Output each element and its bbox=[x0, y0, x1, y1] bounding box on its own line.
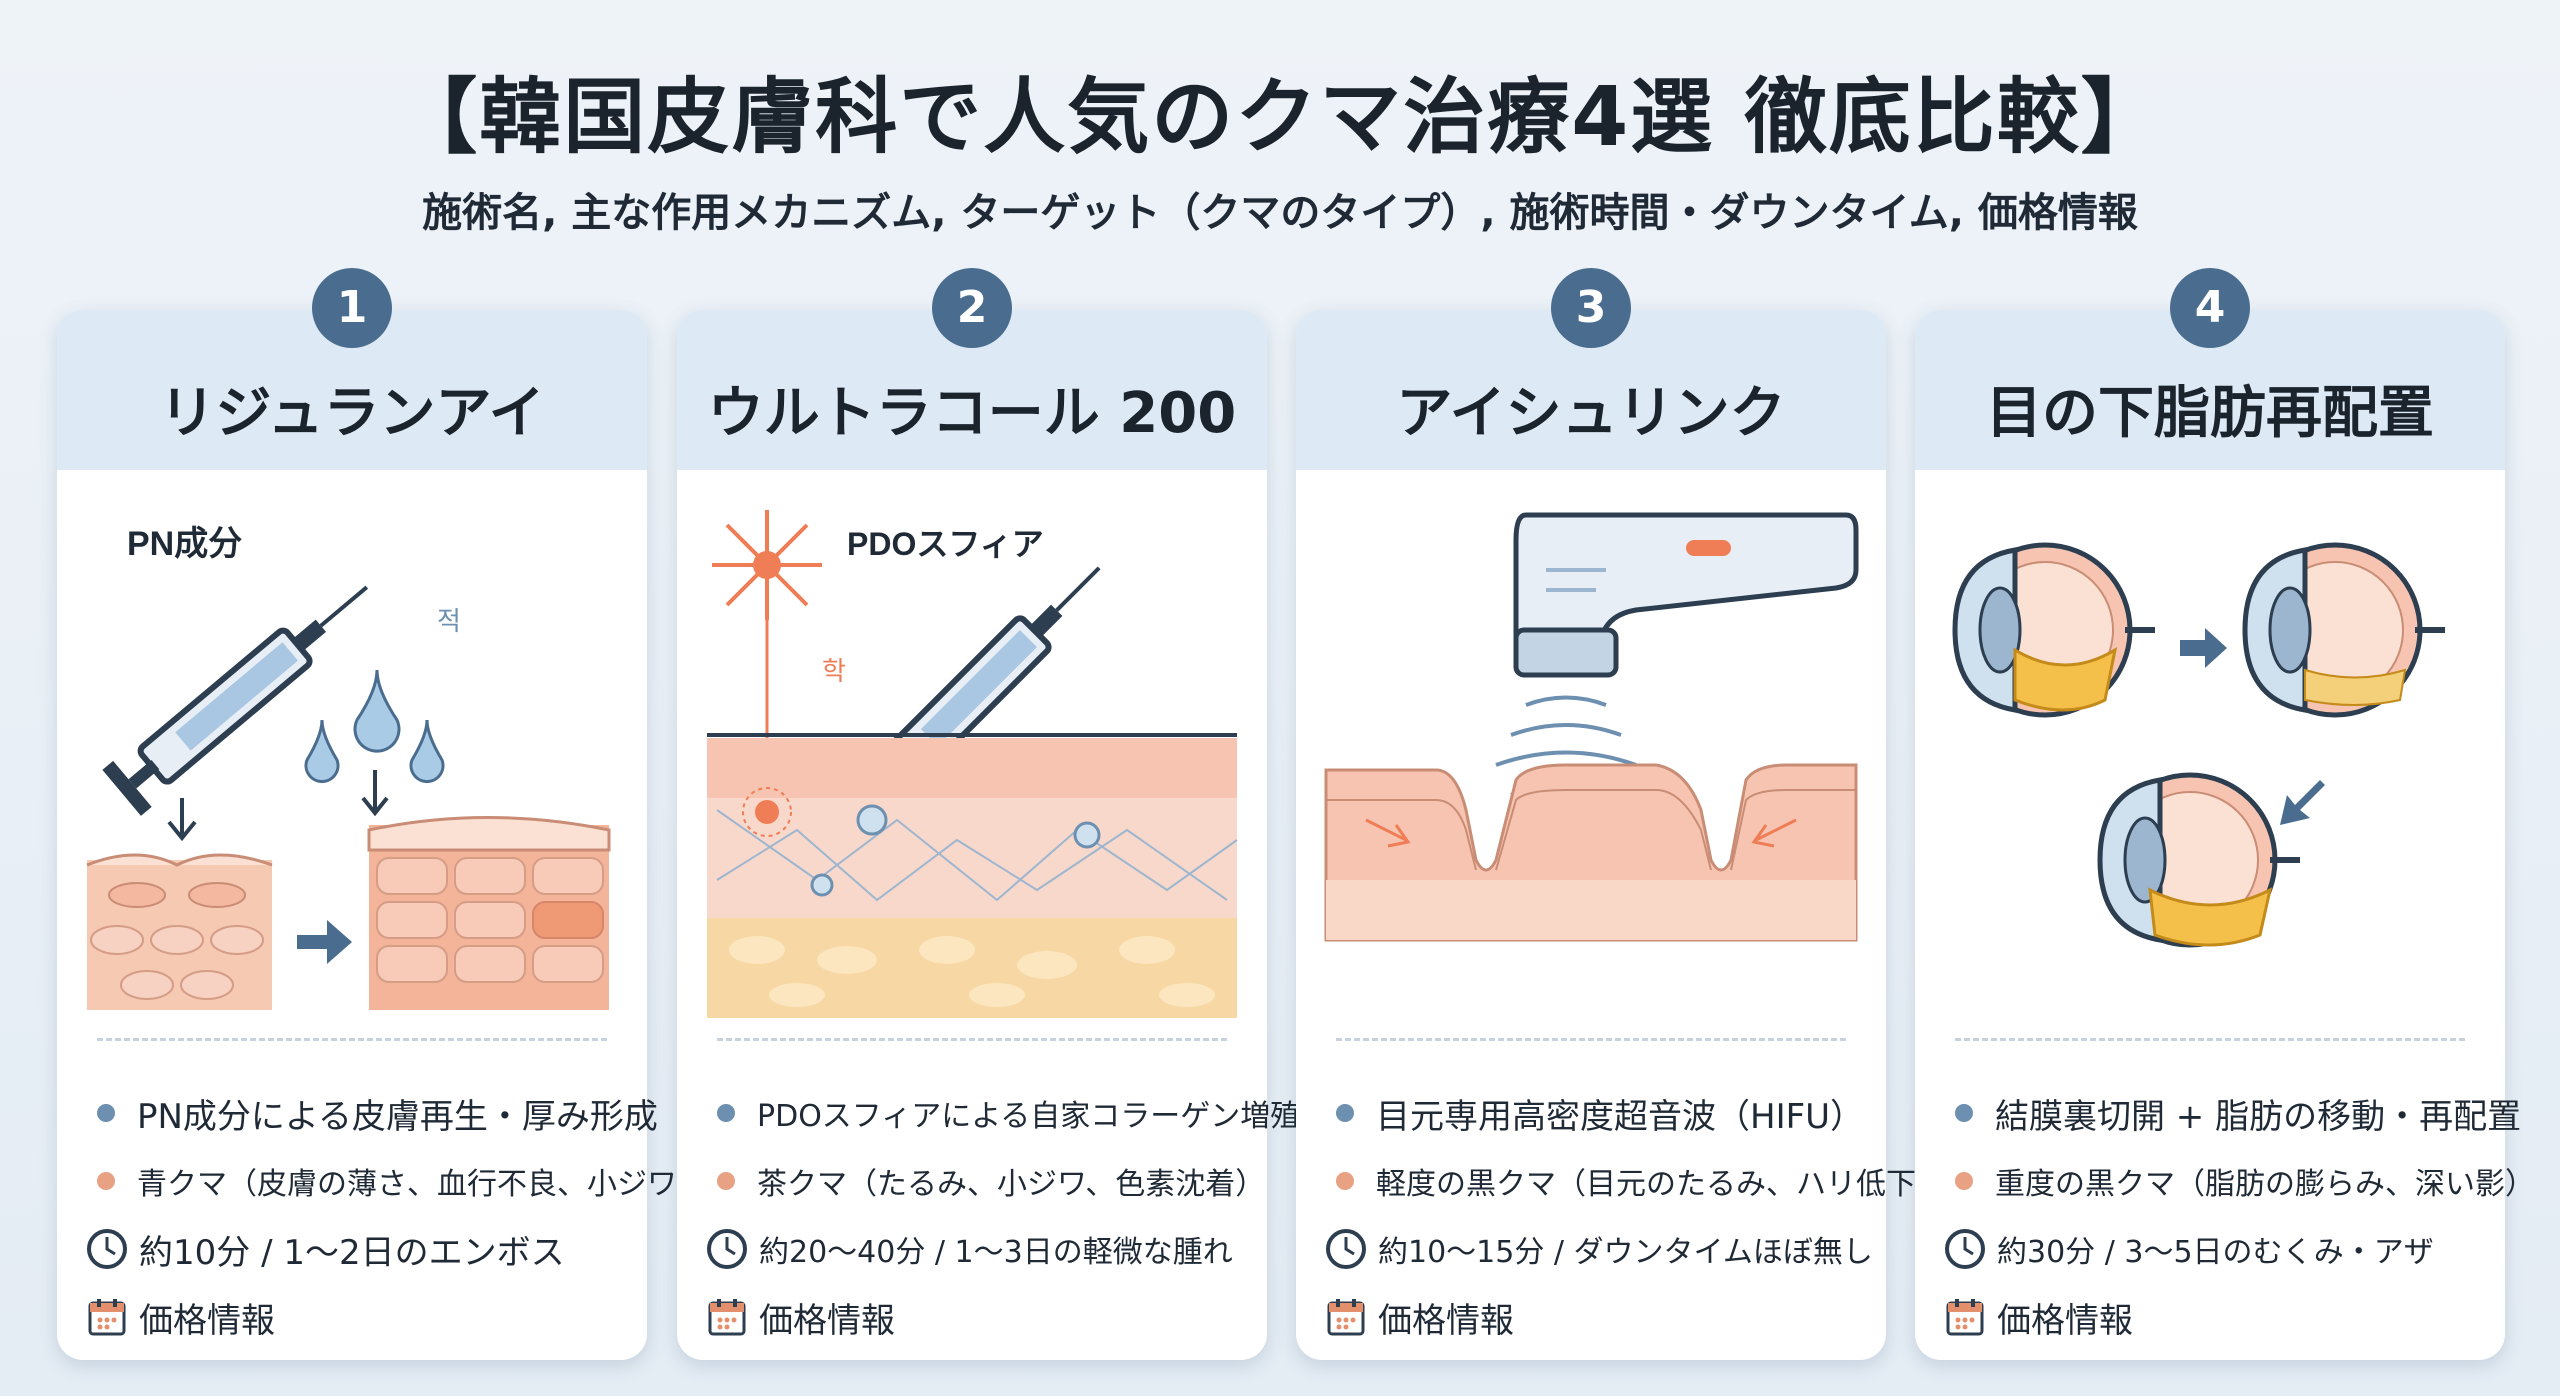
divider bbox=[97, 1038, 607, 1041]
treatment-card-2: 2 ウルトラコール 200 PDOスフィア 학 bbox=[677, 268, 1300, 1360]
calendar-icon bbox=[1946, 1299, 1984, 1336]
price-row: 価格情報 bbox=[79, 1289, 639, 1345]
drop-icon bbox=[304, 719, 340, 783]
time-row: 約10分 / 1〜2日のエンボス bbox=[79, 1221, 639, 1277]
card-title: リジュランアイ bbox=[159, 381, 545, 446]
ultracol-illustration: PDOスフィア 학 bbox=[707, 510, 1238, 1018]
page-title: 【韓国皮膚科で人気のクマ治療4選 徹底比較】 bbox=[395, 70, 2165, 165]
skin-cross-section bbox=[1324, 763, 1858, 942]
eye-before-icon bbox=[1955, 545, 2155, 715]
card-title: ウルトラコール 200 bbox=[707, 381, 1237, 446]
treatment-card-1: 1 リジュランアイ PN成分 적 bbox=[57, 268, 707, 1360]
card-title: 目の下脂肪再配置 bbox=[1986, 381, 2434, 446]
bullet-dot bbox=[97, 1172, 115, 1190]
price-row: 価格情報 bbox=[1937, 1289, 2497, 1345]
bullet-dot bbox=[1955, 1104, 1973, 1122]
mechanism-row: PDOスフィアによる自家コラーゲン増殖 bbox=[699, 1085, 1300, 1141]
bullet-dot bbox=[1336, 1172, 1354, 1190]
pdo-label: PDOスフィア bbox=[847, 526, 1044, 562]
bullet-dot bbox=[1336, 1104, 1354, 1122]
korean-label: 적 bbox=[437, 607, 461, 637]
target-row: 茶クマ（たるみ、小ジワ、色素沈着） bbox=[699, 1153, 1265, 1209]
pn-label: PN成分 bbox=[127, 525, 242, 563]
clock-icon bbox=[1945, 1229, 1985, 1269]
time-row: 約20〜40分 / 1〜3日の軽微な腫れ bbox=[699, 1221, 1259, 1277]
target-row: 青クマ（皮膚の薄さ、血行不良、小ジワ） bbox=[79, 1153, 707, 1209]
treatment-card-3: 3 アイシュリンク 目元専用高密度超音波（HIFU） 軽度の黒クマ（目元のたるみ… bbox=[1296, 268, 1946, 1360]
card-number-badge: 1 bbox=[312, 268, 392, 348]
arrow-down-left-icon bbox=[2280, 780, 2325, 825]
mechanism-row: PN成分による皮膚再生・厚み形成 bbox=[79, 1085, 658, 1141]
time-row: 約30分 / 3〜5日のむくみ・アザ bbox=[1937, 1221, 2497, 1277]
treatment-card-4: 4 目の下脂肪再配置 結膜裏切開 + 脂肪の移動・再配置 重度の黒ク bbox=[1915, 268, 2535, 1360]
card-number-badge: 2 bbox=[932, 268, 1012, 348]
page-subtitle: 施術名, 主な作用メカニズム, ターゲット（クマのタイプ）, 施術時間・ダウンタ… bbox=[422, 190, 2138, 236]
bullet-dot bbox=[717, 1172, 735, 1190]
divider bbox=[717, 1038, 1227, 1041]
price-row: 価格情報 bbox=[699, 1289, 1259, 1345]
skin-layers bbox=[707, 733, 1238, 1018]
rejuran-illustration: PN成分 적 bbox=[86, 525, 611, 1010]
hifu-device-icon bbox=[1513, 512, 1859, 678]
korean-label: 학 bbox=[822, 657, 846, 687]
eyeshrink-illustration bbox=[1324, 512, 1859, 942]
mechanism-row: 目元専用高密度超音波（HIFU） bbox=[1318, 1085, 1878, 1141]
drop-icon bbox=[409, 719, 445, 783]
bullet-dot bbox=[97, 1104, 115, 1122]
bullet-dot bbox=[717, 1104, 735, 1122]
bullet-dot bbox=[1955, 1172, 1973, 1190]
fat-reposition-illustration bbox=[1935, 480, 2485, 1020]
card-number-badge: 3 bbox=[1551, 268, 1631, 348]
eye-after-icon bbox=[2245, 545, 2445, 715]
clock-icon bbox=[87, 1229, 127, 1269]
arrow-down-icon bbox=[167, 798, 197, 842]
calendar-icon bbox=[88, 1299, 126, 1336]
target-row: 軽度の黒クマ（目元のたるみ、ハリ低下） bbox=[1318, 1153, 1946, 1209]
laser-burst-icon bbox=[712, 510, 822, 810]
arrow-right-icon bbox=[297, 920, 352, 964]
target-row: 重度の黒クマ（脂肪の膨らみ、深い影） bbox=[1937, 1153, 2535, 1209]
syringe-icon bbox=[102, 585, 369, 816]
skin-after bbox=[367, 816, 611, 1010]
calendar-icon bbox=[708, 1299, 746, 1336]
skin-before bbox=[86, 853, 273, 1010]
arrow-right-icon bbox=[2180, 628, 2227, 668]
divider bbox=[1336, 1038, 1846, 1041]
divider bbox=[1955, 1038, 2465, 1041]
card-title: アイシュリンク bbox=[1396, 381, 1786, 446]
drop-icon bbox=[353, 669, 401, 753]
card-number-badge: 4 bbox=[2170, 268, 2250, 348]
calendar-icon bbox=[1327, 1299, 1365, 1336]
mechanism-row: 結膜裏切開 + 脂肪の移動・再配置 bbox=[1937, 1085, 2521, 1141]
eye-result-icon bbox=[2100, 775, 2300, 945]
clock-icon bbox=[1326, 1229, 1366, 1269]
time-row: 約10〜15分 / ダウンタイムほぼ無し bbox=[1318, 1221, 1878, 1277]
arrow-down-icon bbox=[361, 770, 389, 817]
clock-icon bbox=[707, 1229, 747, 1269]
price-row: 価格情報 bbox=[1318, 1289, 1878, 1345]
